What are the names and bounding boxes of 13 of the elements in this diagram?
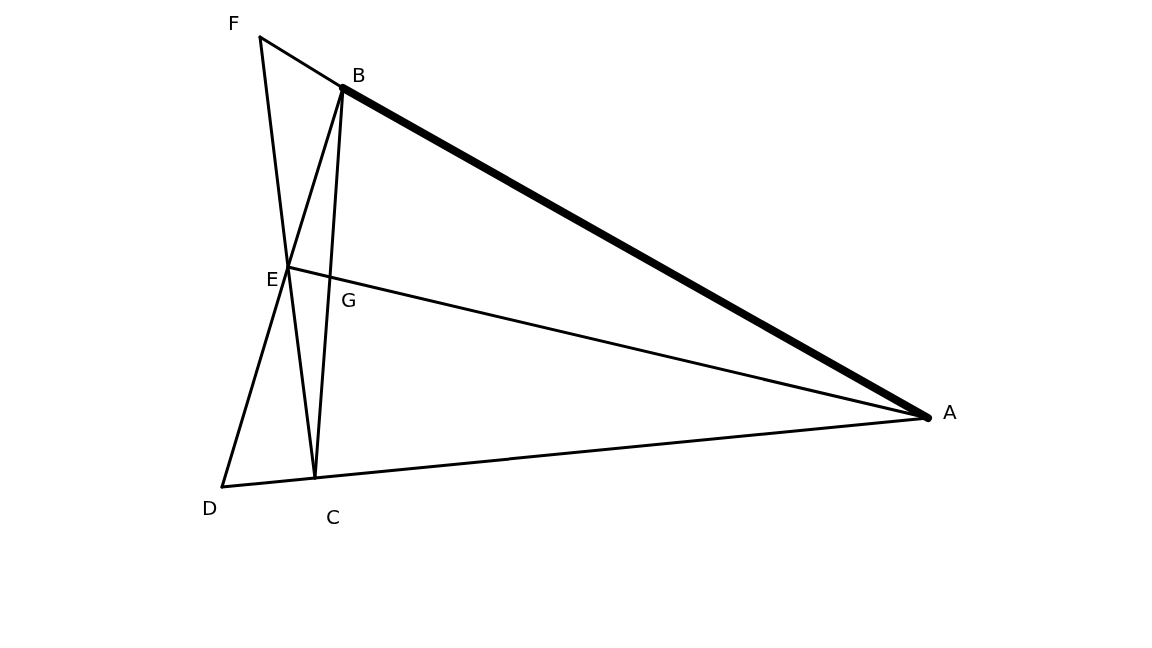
point-label: D (202, 497, 218, 519)
line-segment (286, 265, 332, 279)
point-label: C (326, 506, 340, 528)
point-label: G (341, 289, 357, 311)
line-segment (220, 476, 317, 489)
point-label: E (266, 268, 279, 290)
line-segment (258, 35, 290, 269)
line-segment (339, 84, 932, 422)
line-segment (220, 265, 290, 489)
point-label: B (352, 64, 366, 86)
point-label: A (943, 401, 957, 423)
point-label: F (228, 12, 240, 34)
line-segment (313, 275, 332, 480)
